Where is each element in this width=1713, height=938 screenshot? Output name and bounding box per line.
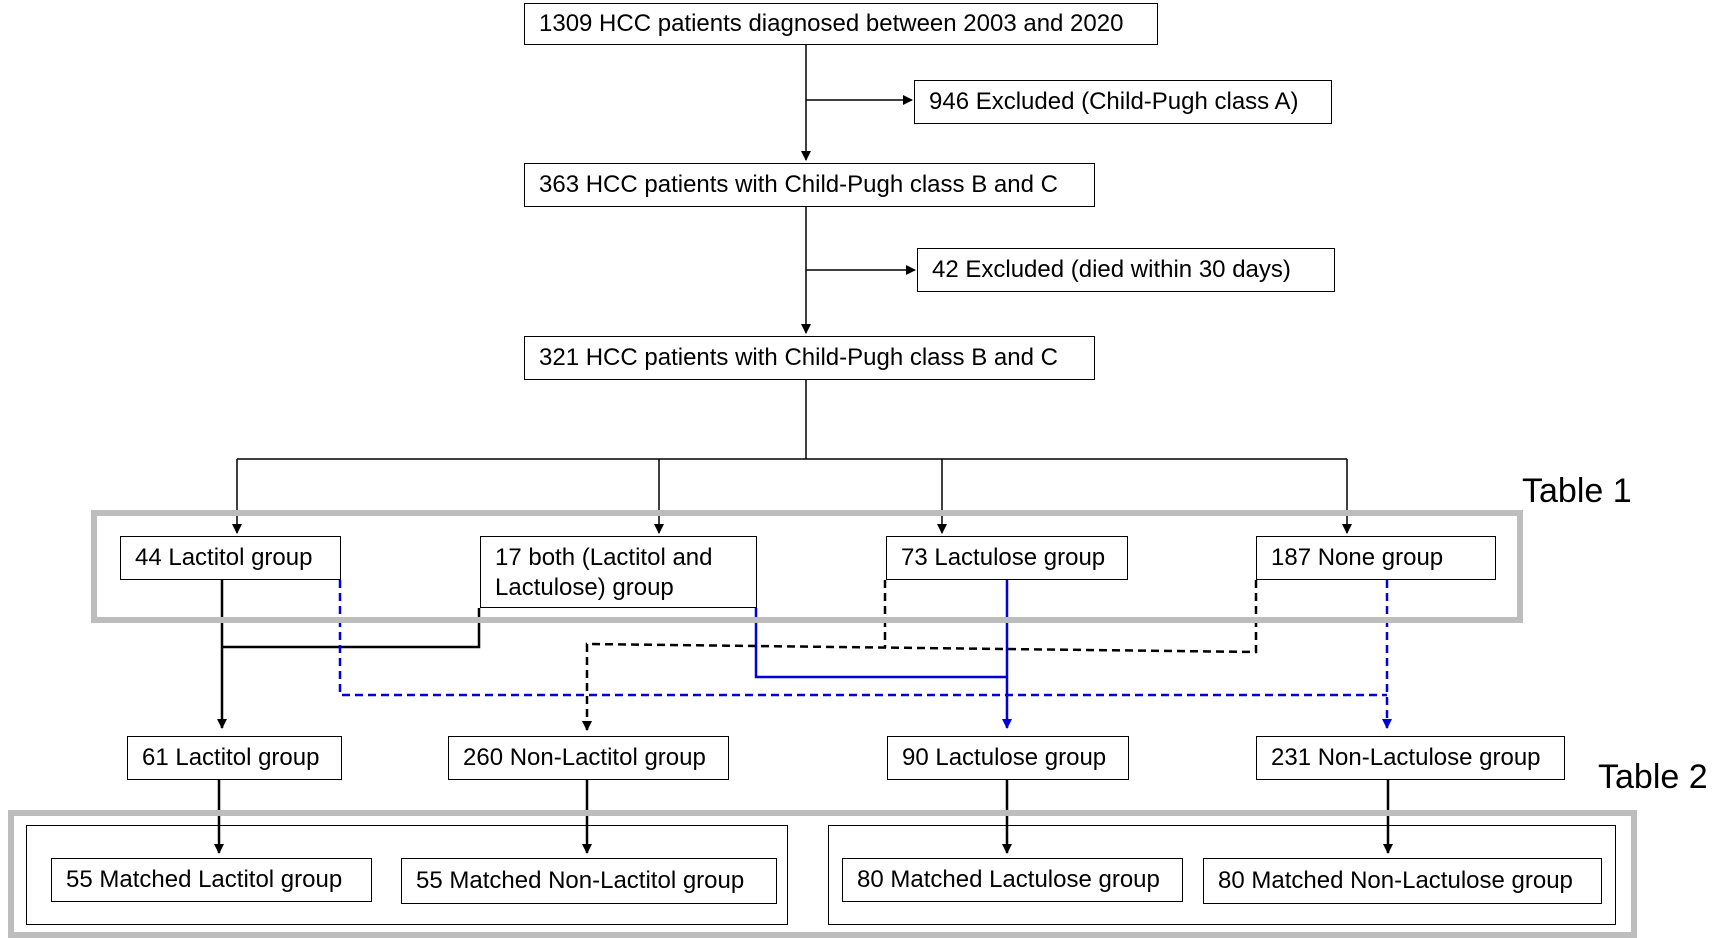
matched-lactitol-box: 55 Matched Lactitol group — [51, 858, 372, 902]
cohort-321-box: 321 HCC patients with Child-Pugh class B… — [524, 336, 1095, 380]
none-group-box: 187 None group — [1256, 536, 1496, 580]
table1-frame — [91, 510, 1523, 623]
none-to-non-lactitol — [582, 580, 1258, 731]
cohort-363-box: 363 HCC patients with Child-Pugh class B… — [524, 163, 1095, 207]
both-group-box: 17 both (Lactitol and Lactulose) group — [480, 536, 757, 608]
lactitol-group-box: 44 Lactitol group — [120, 536, 341, 580]
matched-non-lactulose-box: 80 Matched Non-Lactulose group — [1203, 858, 1602, 904]
non-lactulose-box: 231 Non-Lactulose group — [1256, 736, 1565, 780]
table2-caption: Table 2 — [1598, 758, 1708, 796]
both-to-lactulose-total — [754, 608, 1007, 679]
non-lactitol-box: 260 Non-Lactitol group — [448, 736, 729, 780]
matched-non-lactitol-box: 55 Matched Non-Lactitol group — [401, 858, 777, 904]
table1-caption: Table 1 — [1522, 472, 1632, 510]
lactulose-total-box: 90 Lactulose group — [887, 736, 1129, 780]
lactitol-total-box: 61 Lactitol group — [127, 736, 342, 780]
start-box: 1309 HCC patients diagnosed between 2003… — [524, 3, 1158, 45]
excluded-died-box: 42 Excluded (died within 30 days) — [917, 248, 1335, 292]
lactulose-group-box: 73 Lactulose group — [886, 536, 1128, 580]
matched-lactulose-box: 80 Matched Lactulose group — [842, 858, 1183, 902]
excluded-child-pugh-a-box: 946 Excluded (Child-Pugh class A) — [914, 80, 1332, 124]
lactitol-match-frame — [26, 825, 788, 925]
lactulose-match-frame — [828, 825, 1616, 925]
lactitol-to-non-lactulose — [338, 580, 1387, 697]
